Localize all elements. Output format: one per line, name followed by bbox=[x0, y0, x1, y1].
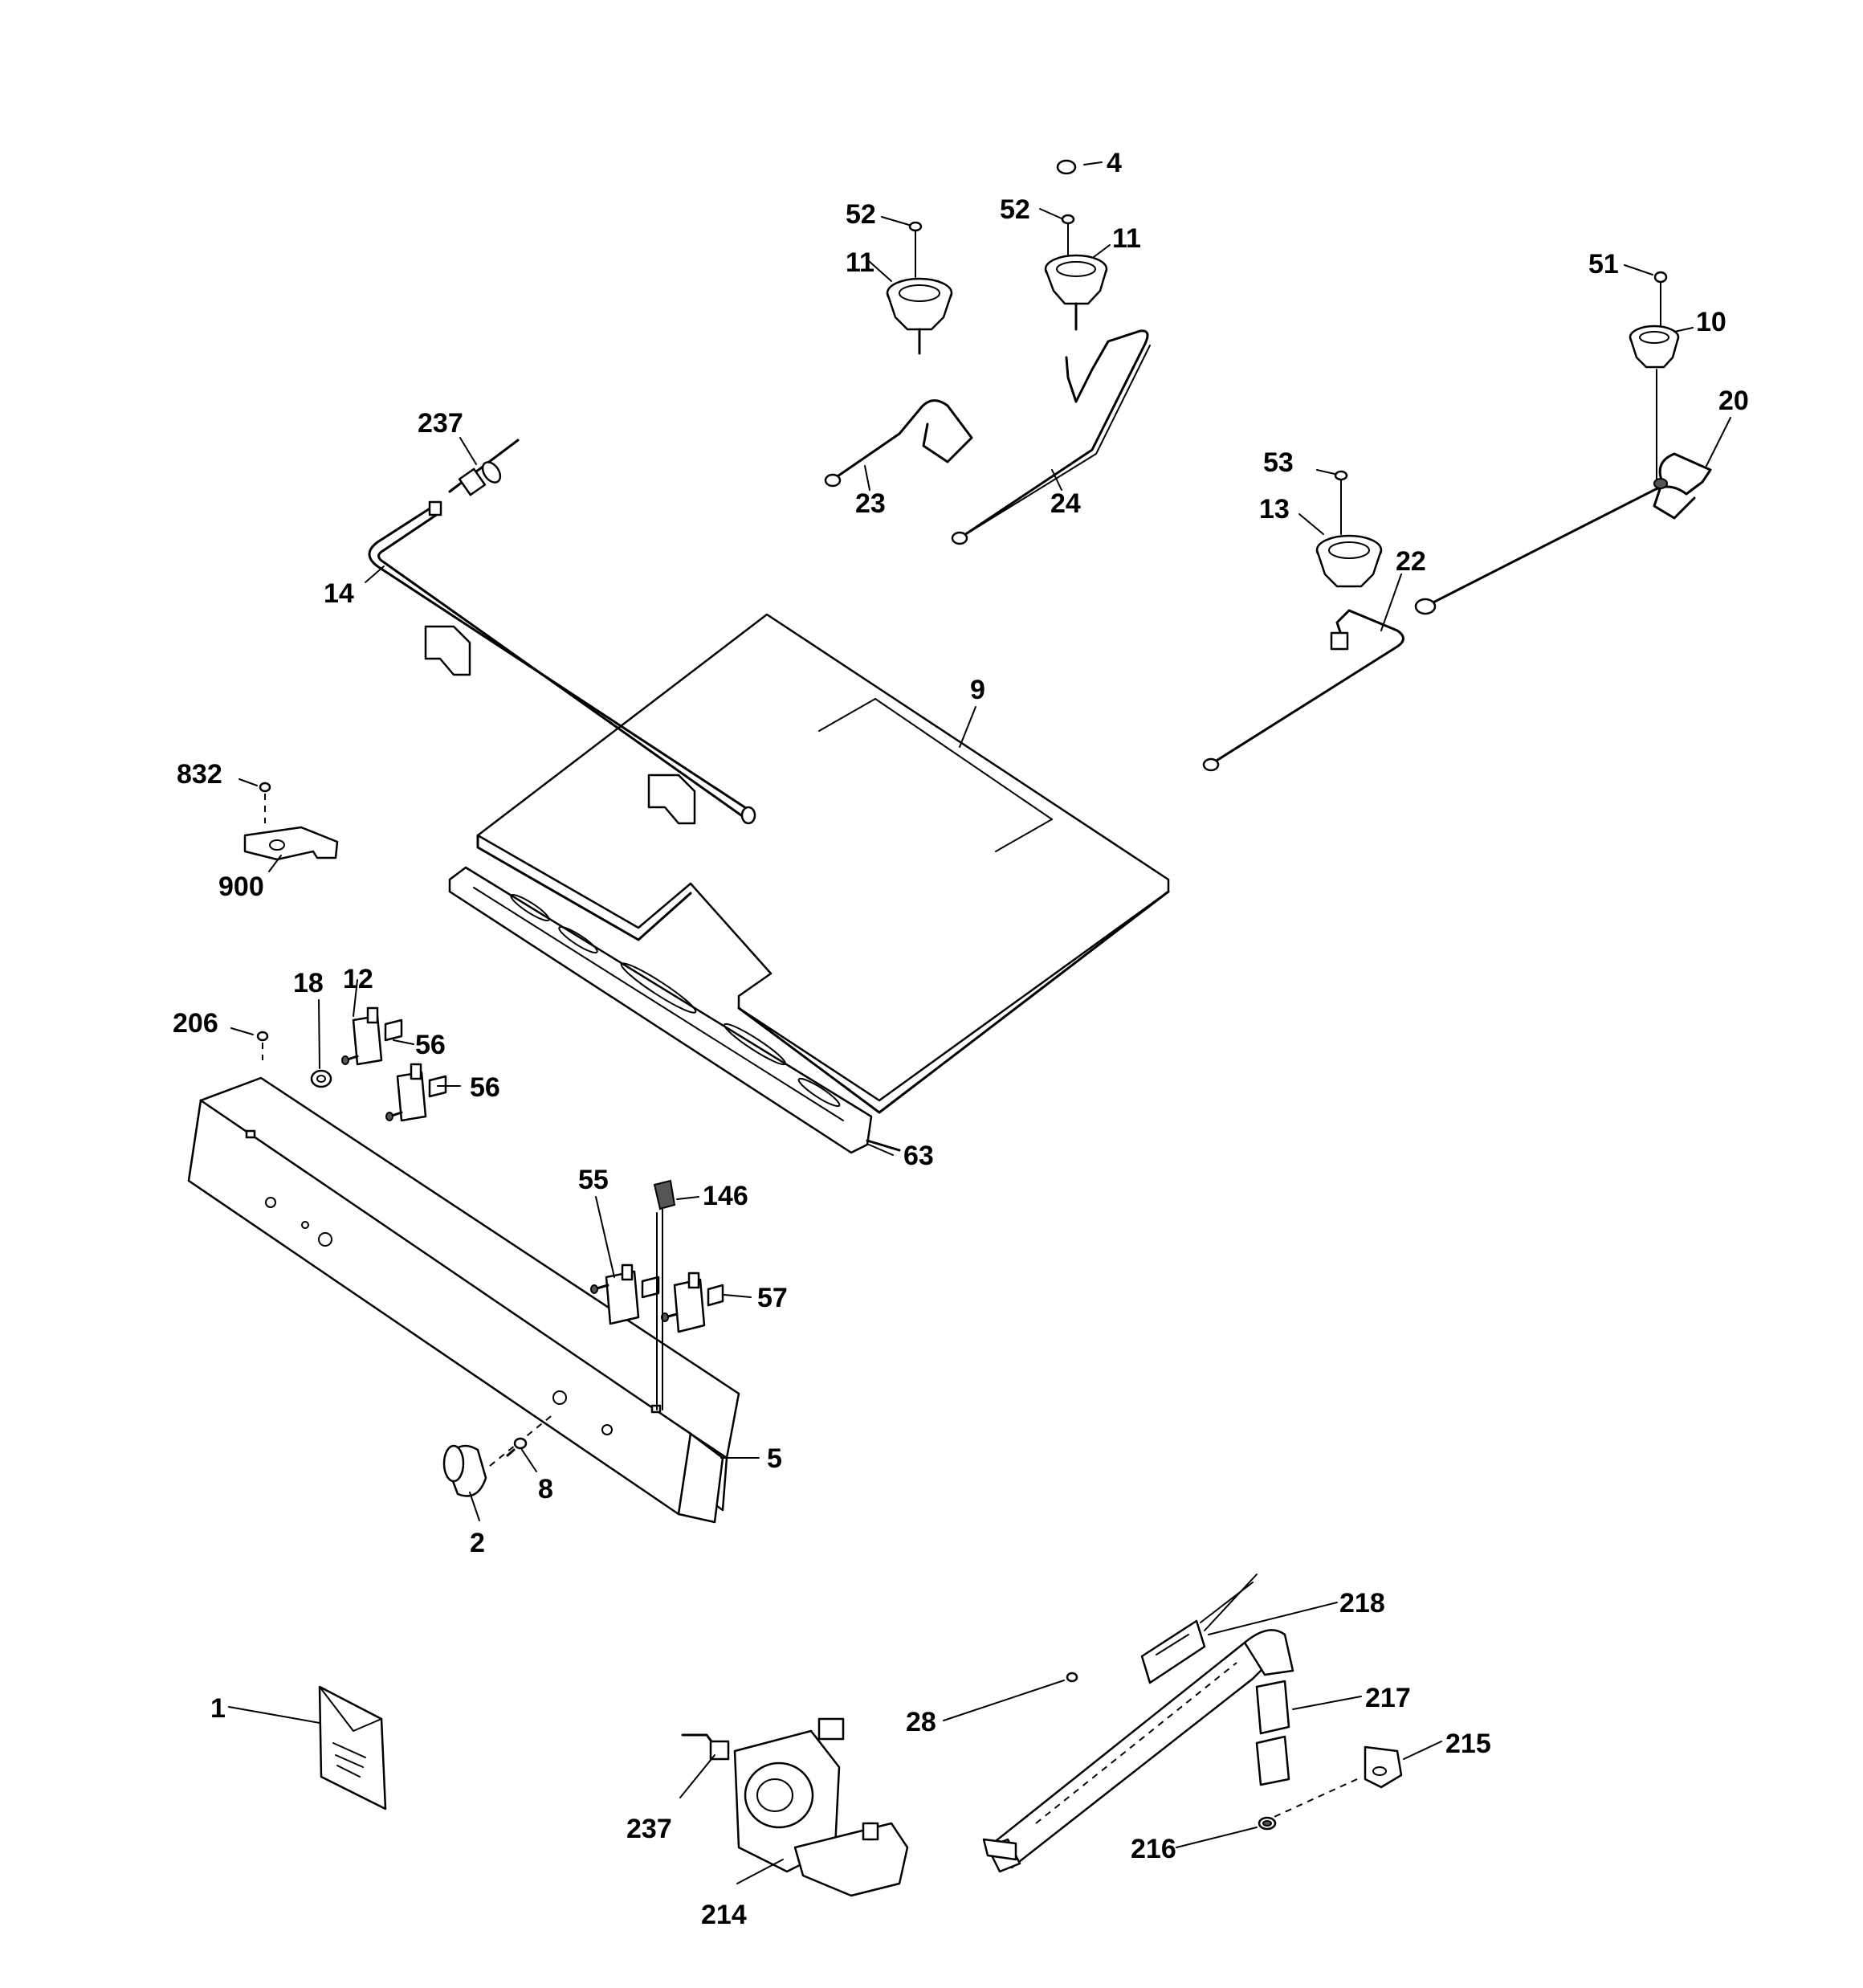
label-56-lower: 56 bbox=[470, 1072, 500, 1103]
valve-55 bbox=[590, 1263, 660, 1325]
label-55: 55 bbox=[578, 1165, 609, 1195]
oven-burner-tube bbox=[982, 1629, 1294, 1873]
label-214: 214 bbox=[701, 1900, 747, 1930]
manifold-pipe-14 bbox=[368, 500, 756, 825]
nut-216 bbox=[1258, 1816, 1277, 1831]
label-14: 14 bbox=[324, 578, 354, 609]
label-52-left: 52 bbox=[846, 199, 876, 230]
label-51: 51 bbox=[1588, 249, 1619, 280]
label-5: 5 bbox=[767, 1443, 782, 1474]
literature-envelope-1 bbox=[318, 1685, 387, 1810]
orifice-fitting-237-bottom bbox=[681, 1733, 730, 1761]
tube-20 bbox=[1414, 369, 1712, 615]
burner-11-right bbox=[1044, 159, 1108, 331]
valve-57 bbox=[661, 1272, 724, 1333]
label-4: 4 bbox=[1107, 148, 1122, 178]
label-52-right: 52 bbox=[1000, 194, 1030, 225]
panel-9 bbox=[476, 613, 1170, 1114]
bracket-215 bbox=[1268, 1745, 1403, 1820]
label-9: 9 bbox=[970, 675, 985, 705]
knob-2 bbox=[442, 1413, 555, 1497]
screw-8 bbox=[506, 1437, 528, 1457]
leader-lines bbox=[228, 161, 1731, 1884]
label-57: 57 bbox=[757, 1283, 788, 1313]
label-11-left: 11 bbox=[846, 247, 874, 278]
igniter-218 bbox=[1140, 1574, 1258, 1684]
tube-23 bbox=[824, 399, 973, 488]
valve-12 bbox=[341, 1006, 403, 1066]
label-18: 18 bbox=[293, 968, 324, 998]
orifice-fitting-237-top bbox=[448, 439, 520, 496]
screw-28 bbox=[1066, 1672, 1078, 1683]
bracket-900 bbox=[243, 782, 339, 861]
label-12: 12 bbox=[343, 964, 373, 994]
label-237-bottom: 237 bbox=[626, 1814, 672, 1844]
label-56-upper: 56 bbox=[415, 1030, 446, 1060]
label-20: 20 bbox=[1718, 386, 1749, 416]
label-11-right: 11 bbox=[1112, 223, 1141, 254]
label-900: 900 bbox=[218, 872, 264, 902]
label-215: 215 bbox=[1445, 1729, 1491, 1759]
label-53: 53 bbox=[1263, 447, 1294, 478]
label-237-top: 237 bbox=[418, 408, 463, 439]
label-832: 832 bbox=[177, 759, 222, 790]
bracket-217 bbox=[1255, 1680, 1290, 1786]
label-10: 10 bbox=[1696, 307, 1726, 337]
label-13: 13 bbox=[1259, 494, 1290, 525]
tube-22 bbox=[1202, 609, 1404, 772]
knob-insert-18 bbox=[310, 1069, 332, 1088]
tube-24 bbox=[951, 329, 1151, 545]
label-217: 217 bbox=[1365, 1683, 1411, 1713]
screw-206 bbox=[256, 1031, 269, 1060]
burner-11-left bbox=[886, 221, 953, 355]
rail-63 bbox=[448, 866, 901, 1154]
label-63: 63 bbox=[903, 1141, 934, 1171]
label-216: 216 bbox=[1131, 1834, 1176, 1864]
label-8: 8 bbox=[538, 1474, 553, 1504]
label-2: 2 bbox=[470, 1528, 485, 1558]
callout-labels: 4 52 52 11 11 51 10 20 237 23 24 53 13 2… bbox=[173, 148, 1749, 1930]
label-218: 218 bbox=[1339, 1588, 1385, 1619]
label-206: 206 bbox=[173, 1008, 218, 1039]
valve-56-lower bbox=[385, 1063, 447, 1122]
regulator-214 bbox=[733, 1717, 909, 1897]
label-28: 28 bbox=[906, 1707, 936, 1737]
label-1: 1 bbox=[210, 1693, 226, 1724]
burner-10 bbox=[1629, 271, 1680, 369]
burner-13 bbox=[1315, 470, 1383, 588]
label-23: 23 bbox=[855, 488, 886, 519]
label-22: 22 bbox=[1396, 546, 1426, 577]
label-146: 146 bbox=[703, 1181, 748, 1211]
clip-146 bbox=[653, 1179, 676, 1410]
manifold-panel-5 bbox=[187, 1076, 740, 1524]
label-24: 24 bbox=[1050, 488, 1081, 519]
